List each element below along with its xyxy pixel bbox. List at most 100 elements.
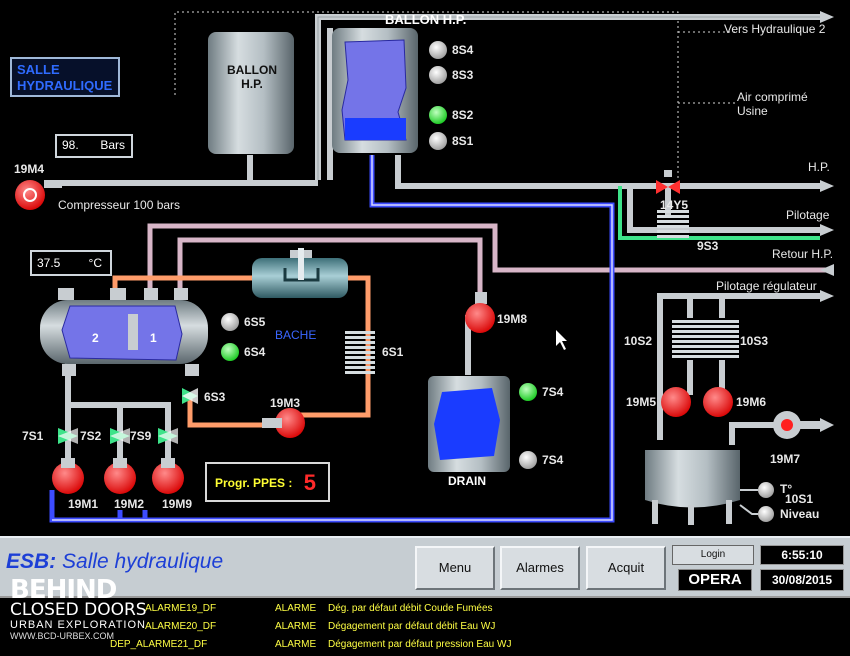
room-title-box: SALLE HYDRAULIQUE <box>10 57 120 97</box>
label-ballon-hp-top: BALLON H.P. <box>385 12 467 27</box>
process-diagram: 2 1 <box>15 11 834 525</box>
pink-pipes <box>147 223 830 300</box>
alarm-row[interactable]: DEP_ALARME21_DF ALARME Dégagement par dé… <box>0 636 850 654</box>
progr-ppes-value: 5 <box>303 470 316 495</box>
signal-lines <box>174 11 735 180</box>
valve-14y5 <box>656 170 680 194</box>
pump-19m8 <box>465 292 495 333</box>
progr-ppes-box: Progr. PPES : 5 <box>205 462 330 502</box>
control-panel: ESB: Salle hydraulique Menu Alarmes Acqu… <box>0 536 850 596</box>
label-vers-hydraulique: Vers Hydraulique 2 <box>724 22 826 36</box>
alarm-text: Dég. par défaut débit Coude Fumées <box>328 603 493 614</box>
clock-date: 30/08/2015 <box>760 569 844 591</box>
temperature-readout: 37.5 °C <box>30 250 112 276</box>
sensor-10s1-temp-led <box>758 482 774 498</box>
label-ballon-hp-left: BALLON H.P. <box>227 63 277 91</box>
alarmes-button[interactable]: Alarmes <box>500 546 580 590</box>
bache-tank: 2 1 <box>40 288 208 376</box>
drain-tank <box>428 376 510 472</box>
acquit-button[interactable]: Acquit <box>586 546 666 590</box>
label-8s2: 8S2 <box>452 108 474 122</box>
watermark-line3: URBAN EXPLORATION <box>10 619 146 631</box>
label-7s2: 7S2 <box>80 429 102 443</box>
temperature-unit: °C <box>88 256 102 270</box>
label-niveau: Niveau <box>780 507 820 521</box>
sensor-8s1-led <box>429 132 447 150</box>
label-14y5: 14Y5 <box>660 198 689 212</box>
alarm-row[interactable]: ALARME20_DF ALARME Dégagement par défaut… <box>0 618 850 636</box>
label-19m9: 19M9 <box>162 497 193 511</box>
label-7s1: 7S1 <box>22 429 44 443</box>
cooler-9s3 <box>657 210 689 238</box>
label-8s4: 8S4 <box>452 43 474 57</box>
label-10s3: 10S3 <box>740 334 769 348</box>
sensor-7s4-bottom-led <box>519 451 537 469</box>
watermark-line1: BEHIND <box>10 575 117 605</box>
watermark-logo: BEHIND CLOSED DOORS URBAN EXPLORATION WW… <box>10 575 147 642</box>
sensor-6s5-led <box>221 313 239 331</box>
label-19m7: 19M7 <box>770 452 801 466</box>
sensor-8s4-led <box>429 41 447 59</box>
room-title: SALLE HYDRAULIQUE <box>17 62 113 93</box>
label-retour-hp: Retour H.P. <box>772 247 834 261</box>
pump-19m3 <box>262 408 305 438</box>
label-8s1: 8S1 <box>452 134 474 148</box>
label-6s5: 6S5 <box>244 315 266 329</box>
label-19m1: 19M1 <box>68 497 99 511</box>
pressure-value: 98. <box>62 138 79 152</box>
progr-ppes-label: Progr. PPES : <box>215 476 293 490</box>
ballon-hp-tank-main <box>332 28 418 153</box>
label-10s2: 10S2 <box>624 334 653 348</box>
green-pipe <box>618 186 820 240</box>
label-bache: BACHE <box>275 328 317 342</box>
menu-button[interactable]: Menu <box>415 546 495 590</box>
label-t10s1-temp: T° <box>780 482 793 496</box>
label-19m6: 19M6 <box>736 395 767 409</box>
pumps-19m5-19m6 <box>661 387 733 417</box>
label-hp: H.P. <box>808 160 830 174</box>
label-19m5: 19M5 <box>626 395 657 409</box>
pressure-unit: Bars <box>100 138 125 152</box>
alarm-code: DEP_ALARME21_DF <box>110 639 208 650</box>
sensor-7s4-top-led <box>519 383 537 401</box>
alarm-type: ALARME <box>275 603 317 614</box>
right-tank <box>645 450 740 525</box>
sensor-8s3-led <box>429 66 447 84</box>
label-air-comprime: Air comprimé Usine <box>737 90 808 118</box>
label-19m8: 19M8 <box>497 312 528 326</box>
opera-logo: OPERA <box>678 569 752 591</box>
label-6s4: 6S4 <box>244 345 266 359</box>
login-button[interactable]: Login <box>672 545 754 565</box>
cooler-10s2 <box>672 320 706 358</box>
valve-6s3 <box>182 388 198 404</box>
alarm-type: ALARME <box>275 621 317 632</box>
mouse-cursor-icon <box>556 330 567 350</box>
label-9s3: 9S3 <box>697 239 719 253</box>
screen-title-text: Salle hydraulique <box>62 550 224 573</box>
alarm-row[interactable]: ALARME19_DF ALARME Dég. par défaut débit… <box>0 600 850 618</box>
label-6s1: 6S1 <box>382 345 404 359</box>
compressor-19m4 <box>15 180 62 210</box>
ballon-hp-tank-left <box>208 32 294 154</box>
clock-time: 6:55:10 <box>760 545 844 565</box>
sensor-8s2-led <box>429 106 447 124</box>
label-8s3: 8S3 <box>452 68 474 82</box>
alarm-text: Dégagement par défaut pression Eau WJ <box>328 639 512 650</box>
alarm-list: ALARME19_DF ALARME Dég. par défaut débit… <box>0 596 850 656</box>
label-drain: DRAIN <box>448 474 486 488</box>
label-pilotage: Pilotage <box>786 208 830 222</box>
sensor-10s1-level-led <box>758 506 774 522</box>
pump-19m7 <box>773 411 834 439</box>
label-compresseur: Compresseur 100 bars <box>58 198 181 212</box>
label-7s9: 7S9 <box>130 429 152 443</box>
screen-title: ESB: Salle hydraulique <box>6 550 223 574</box>
label-7s4-top: 7S4 <box>542 385 564 399</box>
svg-text:1: 1 <box>150 331 157 345</box>
svg-text:2: 2 <box>92 331 99 345</box>
label-19m3: 19M3 <box>270 396 301 410</box>
label-19m2: 19M2 <box>114 497 145 511</box>
label-6s3: 6S3 <box>204 390 226 404</box>
pumps-bottom <box>52 458 184 494</box>
label-pilotage-regulateur: Pilotage régulateur <box>716 279 817 293</box>
alarm-type: ALARME <box>275 639 317 650</box>
